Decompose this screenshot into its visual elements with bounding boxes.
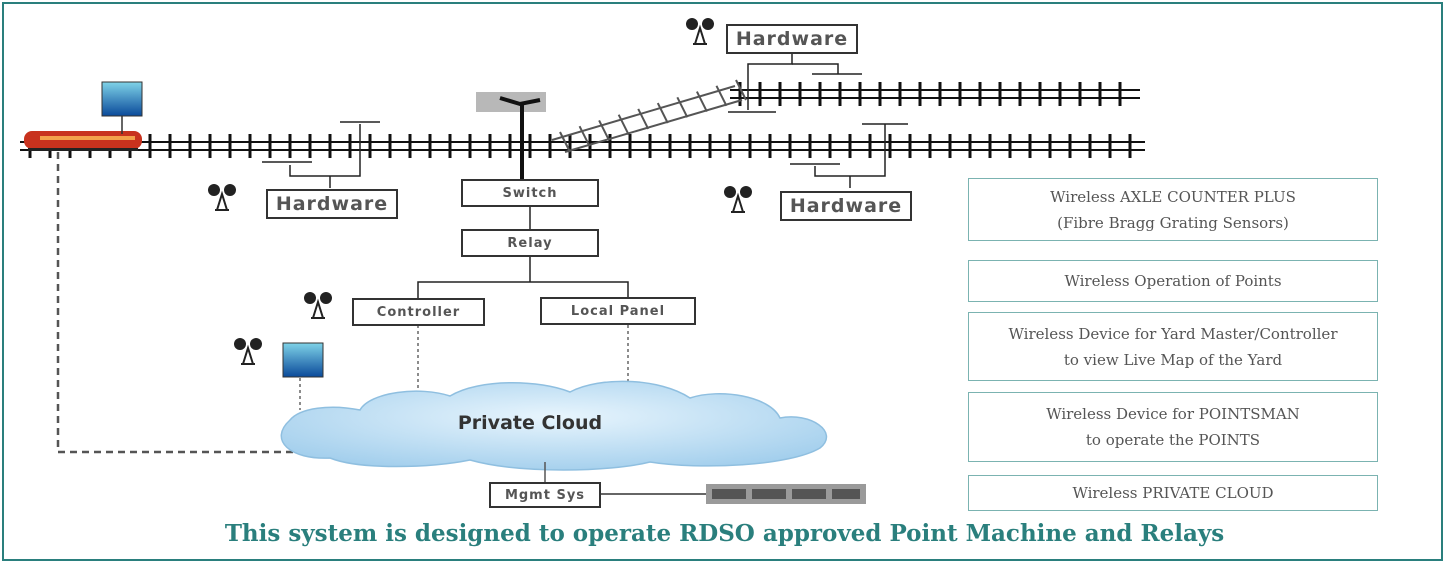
feature-line: to view Live Map of the Yard	[1063, 350, 1283, 369]
tablet-icon	[101, 81, 143, 134]
feature-line: Wireless Operation of Points	[1064, 272, 1282, 290]
hardware-left-links	[262, 121, 380, 188]
mgmt-sys-label: Mgmt Sys	[489, 482, 601, 508]
hardware-right-links	[790, 123, 908, 188]
feature-line: Wireless Device for POINTSMAN	[1046, 405, 1300, 423]
control-links	[417, 207, 629, 300]
antenna-icon	[304, 292, 332, 319]
switch-label: Switch	[461, 179, 599, 207]
train-icon	[24, 131, 142, 151]
feature-line: Wireless AXLE COUNTER PLUS	[1050, 187, 1296, 206]
server-rack-icon	[706, 484, 866, 504]
private-cloud-label: Private Cloud	[457, 412, 603, 434]
feature-private-cloud: Wireless PRIVATE CLOUD	[968, 475, 1378, 511]
feature-points-operation: Wireless Operation of Points	[968, 260, 1378, 302]
local-panel-label: Local Panel	[540, 297, 696, 325]
feature-line: Wireless Device for Yard Master/Controll…	[1008, 324, 1338, 343]
feature-line: (Fibre Bragg Grating Sensors)	[1057, 213, 1289, 232]
train-cloud-link	[56, 152, 300, 454]
antenna-icon	[208, 184, 236, 211]
antenna-icon	[724, 186, 752, 213]
hardware-right-label: Hardware	[780, 191, 912, 221]
crossover-track	[551, 79, 747, 153]
antenna-group	[208, 18, 752, 365]
feature-pointsman-device: Wireless Device for POINTSMAN to operate…	[968, 392, 1378, 462]
hardware-top-links	[728, 50, 862, 113]
upper-track	[730, 82, 1140, 106]
feature-axle-counter: Wireless AXLE COUNTER PLUS (Fibre Bragg …	[968, 178, 1378, 241]
feature-yard-master-device: Wireless Device for Yard Master/Controll…	[968, 312, 1378, 381]
hardware-top-label: Hardware	[726, 24, 858, 54]
footer-statement: This system is designed to operate RDSO …	[224, 520, 1225, 547]
hardware-left-label: Hardware	[266, 189, 398, 219]
private-cloud-icon	[280, 380, 828, 471]
point-machine-icon	[476, 92, 546, 184]
antenna-icon	[686, 18, 714, 45]
relay-label: Relay	[461, 229, 599, 257]
antenna-icon	[234, 338, 262, 365]
feature-line: Wireless PRIVATE CLOUD	[1072, 484, 1274, 502]
feature-line: to operate the POINTS	[1085, 431, 1261, 449]
controller-label: Controller	[352, 298, 485, 326]
main-track	[20, 134, 1145, 158]
tablet-icon	[282, 342, 324, 378]
